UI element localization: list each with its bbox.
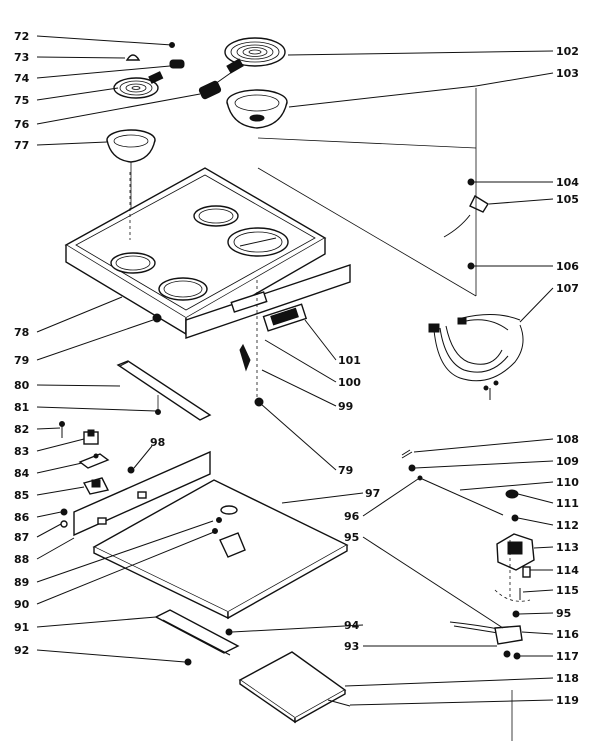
label-93: 93 [344, 640, 359, 653]
leader-lines [36, 35, 554, 706]
label-83: 83 [14, 445, 29, 458]
label-106: 106 [556, 260, 579, 273]
wire-harness [428, 314, 524, 400]
small-screw-82 [59, 421, 65, 438]
label-75: 75 [14, 94, 29, 107]
terminal-block [198, 71, 233, 100]
knob-cap-73 [125, 54, 141, 61]
label-107: 107 [556, 282, 579, 295]
label-87: 87 [14, 531, 29, 544]
label-101: 101 [338, 354, 361, 367]
cover-plate [238, 651, 351, 724]
label-94: 94 [344, 619, 360, 632]
part-labels: 72 73 74 75 76 77 78 79 80 81 82 83 84 8… [14, 30, 579, 707]
trim-strip [116, 360, 212, 421]
spark-rod-108 [401, 449, 413, 459]
surface-element-large [224, 37, 286, 74]
valve-113 [496, 533, 535, 571]
label-95a: 95 [344, 531, 359, 544]
bracket-84 [78, 453, 110, 469]
label-77: 77 [14, 139, 29, 152]
label-104: 104 [556, 176, 579, 189]
label-105: 105 [556, 193, 579, 206]
label-90: 90 [14, 598, 30, 611]
label-112: 112 [556, 519, 579, 532]
washer-87 [60, 520, 68, 528]
label-97: 97 [365, 487, 380, 500]
switch-85 [82, 477, 110, 495]
screw-98 [127, 466, 135, 474]
label-117: 117 [556, 650, 579, 663]
label-80: 80 [14, 379, 30, 392]
label-84: 84 [14, 467, 30, 480]
screw-106 [467, 262, 475, 270]
switch-83 [83, 429, 99, 445]
label-85: 85 [14, 489, 29, 502]
screw-79a [152, 313, 162, 323]
rod-110 [417, 475, 504, 516]
screw-112 [511, 514, 519, 522]
label-119: 119 [556, 694, 579, 707]
label-88: 88 [14, 553, 29, 566]
label-98: 98 [150, 436, 165, 449]
label-102: 102 [556, 45, 579, 58]
wire-clip-105 [443, 195, 489, 238]
screw-104 [467, 178, 475, 186]
bottom-bracket [154, 609, 240, 666]
lower-chassis [73, 172, 349, 620]
spring-clip-74 [169, 59, 185, 69]
part-111 [505, 489, 519, 499]
label-96: 96 [344, 510, 360, 523]
screw-94 [225, 628, 233, 636]
label-99: 99 [338, 400, 353, 413]
label-103: 103 [556, 67, 579, 80]
label-74: 74 [14, 72, 30, 85]
label-111: 111 [556, 497, 579, 510]
surface-element-small [113, 71, 164, 99]
label-76: 76 [14, 118, 30, 131]
label-91: 91 [14, 621, 29, 634]
label-79a: 79 [14, 354, 29, 367]
part-114 [522, 566, 531, 578]
label-115: 115 [556, 584, 579, 597]
label-95b: 95 [556, 607, 571, 620]
label-92: 92 [14, 644, 29, 657]
burner-assembly [449, 610, 523, 660]
label-72: 72 [14, 30, 29, 43]
nut-109 [408, 464, 416, 472]
label-109: 109 [556, 455, 579, 468]
label-81: 81 [14, 401, 29, 414]
label-100: 100 [338, 376, 361, 389]
nut-86 [60, 508, 68, 516]
control-panel-strip [185, 264, 351, 405]
label-113: 113 [556, 541, 579, 554]
label-114: 114 [556, 564, 579, 577]
label-86: 86 [14, 511, 30, 524]
label-82: 82 [14, 423, 29, 436]
label-108: 108 [556, 433, 579, 446]
label-118: 118 [556, 672, 579, 685]
label-110: 110 [556, 476, 579, 489]
label-73: 73 [14, 51, 29, 64]
label-116: 116 [556, 628, 579, 641]
label-89: 89 [14, 576, 29, 589]
label-79b: 79 [338, 464, 353, 477]
drip-pan-large [226, 89, 288, 129]
label-78: 78 [14, 326, 29, 339]
cooktop-main-top [64, 167, 327, 336]
